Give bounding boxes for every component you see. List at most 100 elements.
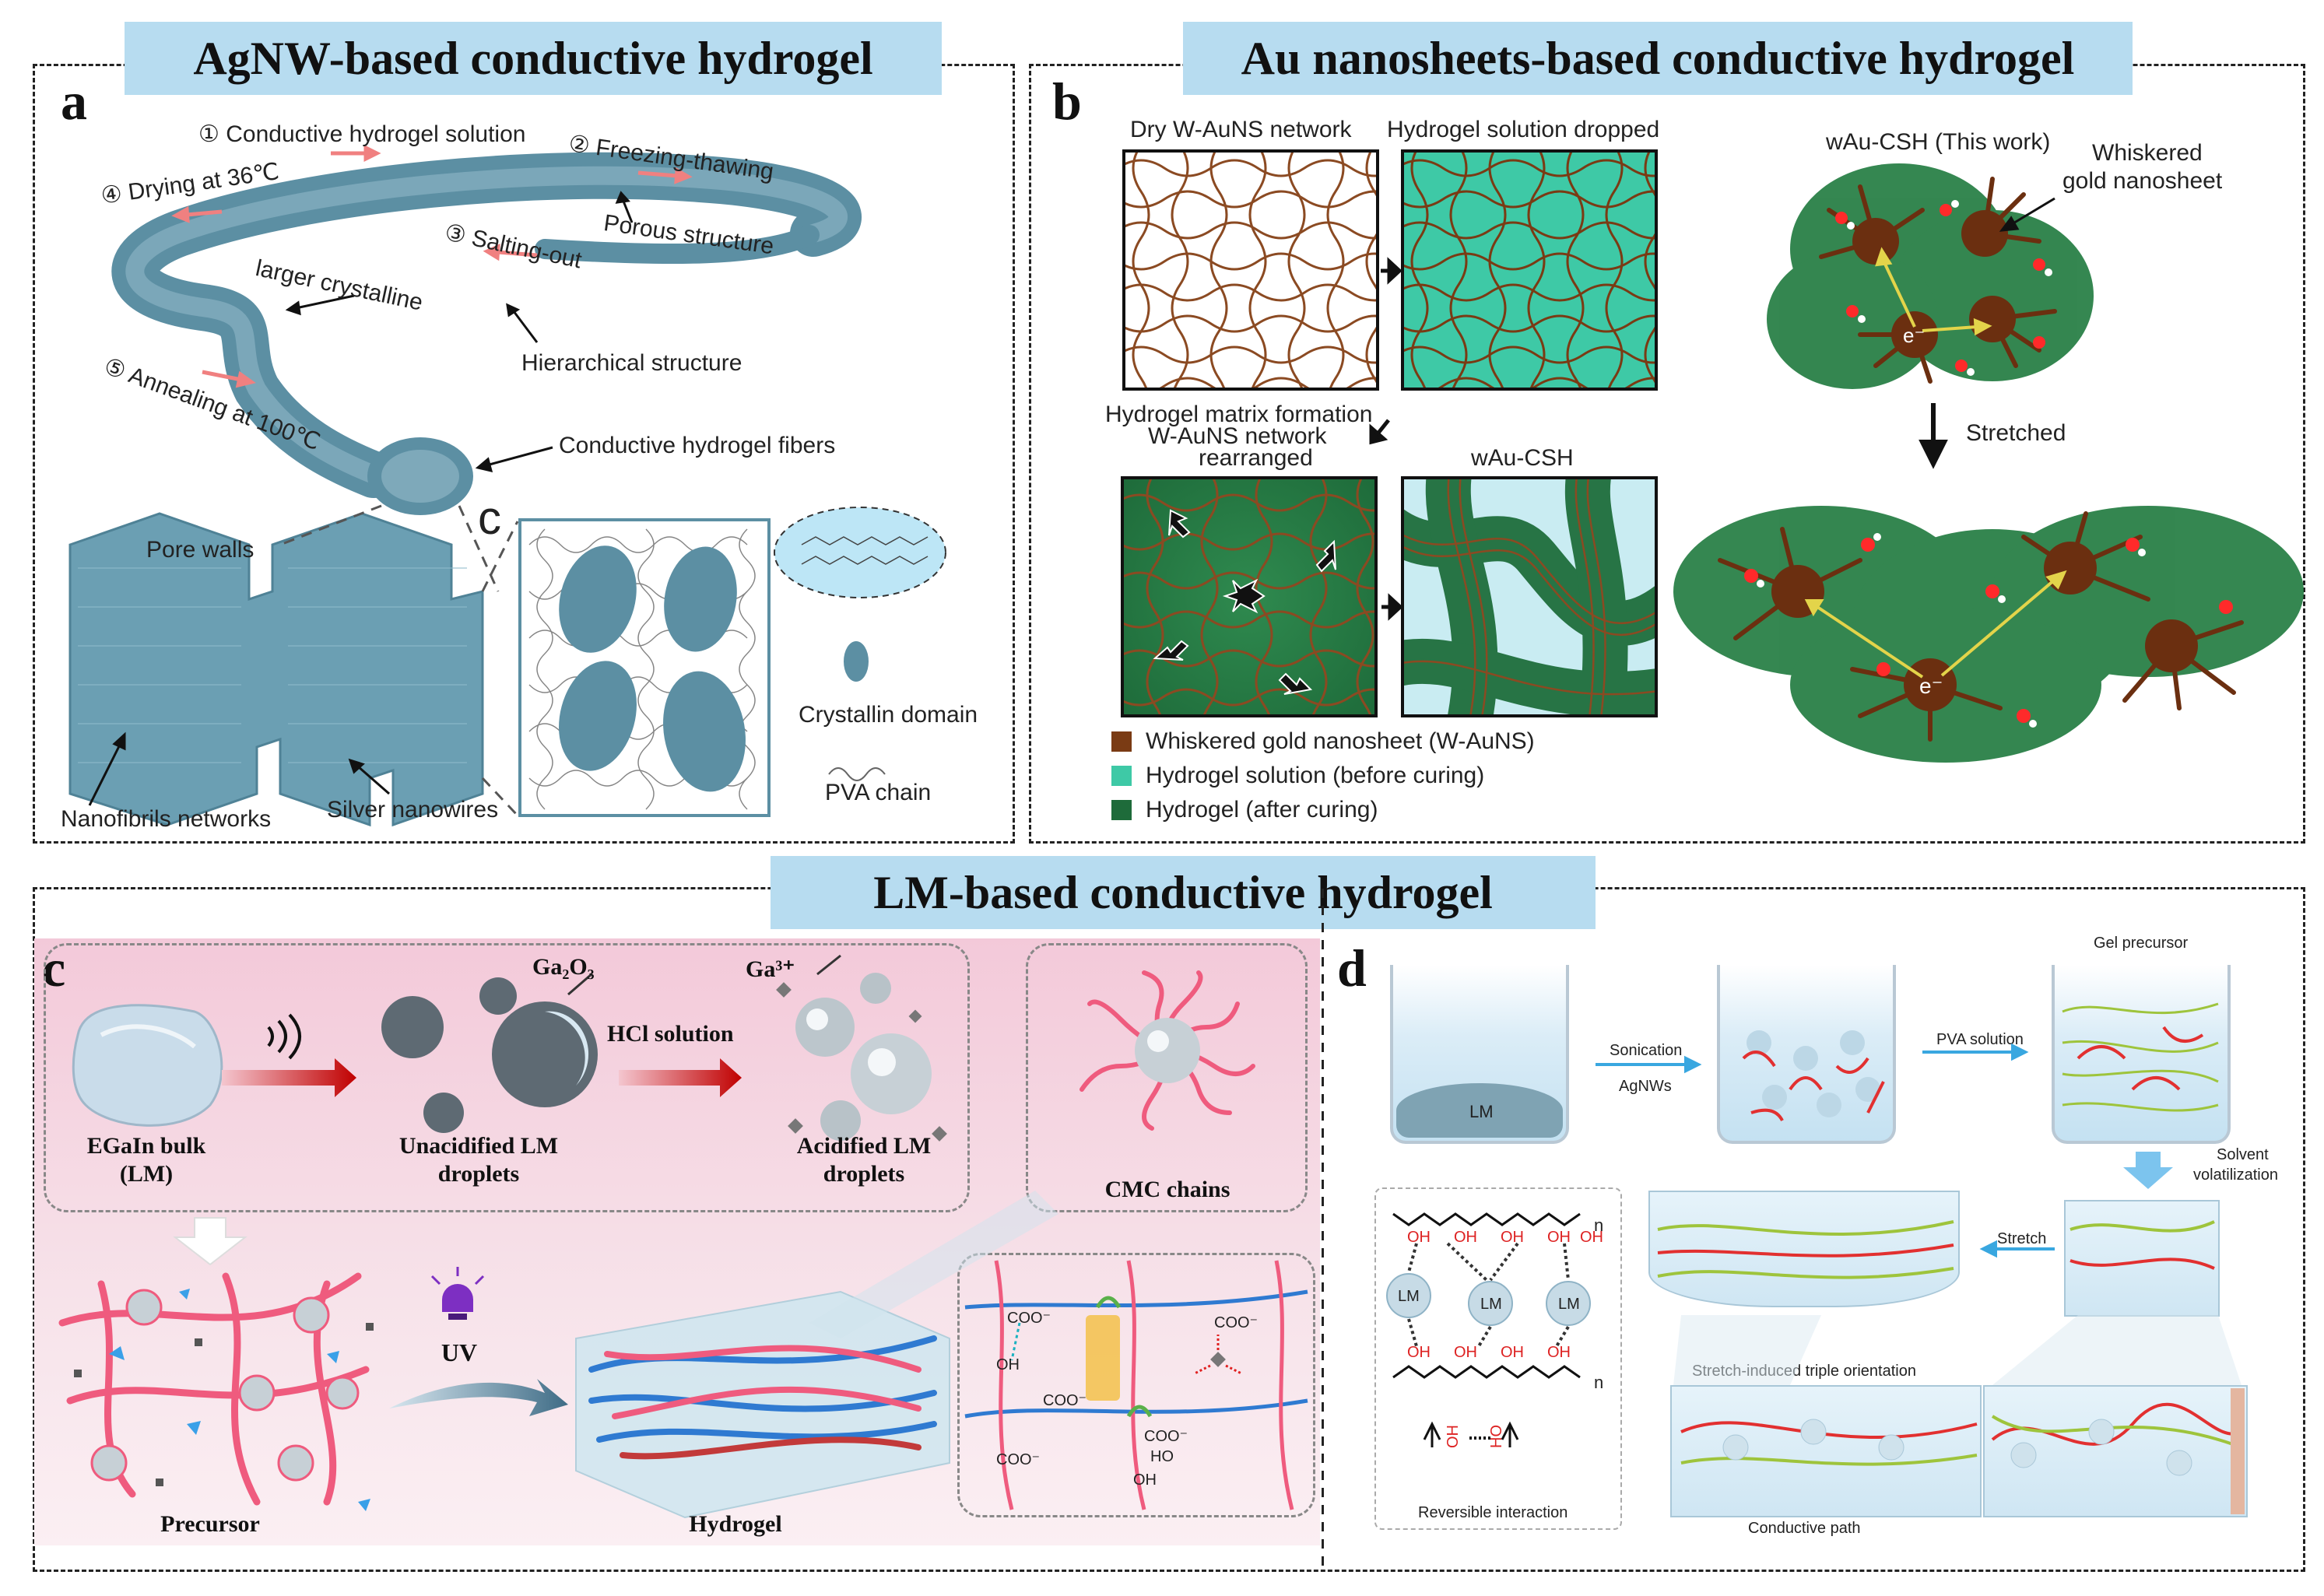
silver-nanowires-label: Silver nanowires <box>327 797 499 823</box>
rearranged-label-1: W-AuNS network <box>1148 423 1327 449</box>
sonication-label: Sonication <box>1610 1042 1683 1059</box>
stretch-label: Stretch <box>1997 1230 2047 1247</box>
whiskered-label-1: Whiskered <box>2092 140 2203 166</box>
precursor-label: Precursor <box>160 1511 260 1537</box>
pva-chain-symbol <box>828 767 886 781</box>
oh-top-3: OH <box>1501 1229 1524 1246</box>
acid-label-1: Acidified LM <box>796 1133 932 1159</box>
legend-label-solution: Hydrogel solution (before curing) <box>1146 763 1485 788</box>
divider-c-d <box>1322 889 1324 1570</box>
matrix-formation-square <box>1121 476 1378 717</box>
ga3-label: Ga³⁺ <box>746 956 795 982</box>
legend-swatch-hydrogel <box>1111 800 1132 820</box>
oh-bottom-4: OH <box>1547 1344 1571 1361</box>
coo-label-1: COO⁻ <box>1007 1310 1051 1327</box>
dry-network-label: Dry W-AuNS network <box>1130 117 1352 142</box>
fibers-label: Conductive hydrogel fibers <box>559 433 836 458</box>
panel-a-label: a <box>61 72 87 131</box>
hcl-label: HCl solution <box>607 1021 734 1047</box>
whiskered-label-2: gold nanosheet <box>2062 168 2223 194</box>
coo-label-5: COO⁻ <box>1144 1428 1188 1445</box>
solution-dropped-square <box>1401 149 1658 391</box>
egain-label-1: EGaIn bulk <box>86 1133 206 1159</box>
panel-b-label: b <box>1052 72 1082 131</box>
c-sub-label: c <box>478 492 501 544</box>
dry-network-square <box>1122 149 1379 391</box>
lm-circle-3: LM <box>1558 1296 1580 1313</box>
electron-label-top: e⁻ <box>1903 324 1926 347</box>
ga2o3-label: Ga₂O₃ <box>532 954 595 980</box>
ho-label: HO <box>1150 1448 1174 1465</box>
solvent-label-1: Solvent <box>2217 1146 2269 1163</box>
lm-circle-2: LM <box>1480 1296 1502 1313</box>
wau-csh-square <box>1401 476 1658 717</box>
cmc-label: CMC chains <box>1104 1177 1230 1202</box>
solvent-label-2: volatilization <box>2193 1166 2278 1184</box>
crystallin-label: Crystallin domain <box>799 702 978 728</box>
coo-label-4: COO⁻ <box>1214 1314 1259 1331</box>
banner-lm: LM-based conductive hydrogel <box>771 856 1596 929</box>
n-label-bottom: n <box>1594 1373 1604 1392</box>
wau-csh-label: wAu-CSH <box>1471 445 1574 471</box>
oh-top-1: OH <box>1407 1229 1431 1246</box>
egain-label-2: (LM) <box>119 1161 174 1187</box>
beaker-gel-precursor <box>2052 965 2231 1144</box>
coo-label-3: COO⁻ <box>996 1451 1041 1468</box>
reversible-box <box>1374 1187 1622 1530</box>
c-cmc-dashbox <box>1026 943 1308 1212</box>
crystallin-symbol <box>844 641 869 682</box>
legend-swatch-solution <box>1111 766 1132 786</box>
step-1-label: ① Conductive hydrogel solution <box>198 121 526 147</box>
gel-block-stretched <box>1648 1191 1960 1307</box>
beaker-lm-label: LM <box>1469 1102 1494 1121</box>
acid-label-2: droplets <box>823 1161 905 1187</box>
oh-bottom-1: OH <box>1407 1344 1431 1361</box>
reversible-label: Reversible interaction <box>1418 1504 1568 1521</box>
electron-label-stretched: e⁻ <box>1919 674 1943 698</box>
oh-label-2: OH <box>1133 1471 1157 1489</box>
sonication-icon <box>267 1013 301 1060</box>
matrix-formation-label: Hydrogel matrix formation <box>1105 402 1373 427</box>
oh-rev-1: OH <box>1445 1425 1462 1448</box>
banner-au: Au nanosheets-based conductive hydrogel <box>1183 22 2133 95</box>
uv-lamp-icon <box>442 1284 473 1312</box>
beaker-lm <box>1390 965 1569 1144</box>
conductive-path-label: Conductive path <box>1748 1520 1861 1537</box>
gel-block-right <box>2064 1200 2220 1317</box>
lm-circle-1: LM <box>1398 1288 1420 1305</box>
pva-solution-label: PVA solution <box>1936 1031 2024 1048</box>
nanofibrils-label: Nanofibrils networks <box>61 806 272 832</box>
stretched-label: Stretched <box>1966 420 2066 446</box>
rearranged-label-2: rearranged <box>1199 445 1313 471</box>
unacid-label-1: Unacidified LM <box>398 1133 559 1159</box>
oh-label-1: OH <box>996 1356 1020 1373</box>
legend-swatch-wauns <box>1111 731 1132 752</box>
pva-molecule <box>774 507 946 598</box>
oh-bottom-2: OH <box>1454 1344 1477 1361</box>
c-bond-dashbox <box>957 1253 1315 1517</box>
solution-dropped-label: Hydrogel solution dropped <box>1387 117 1660 142</box>
oh-top-2: OH <box>1454 1229 1477 1246</box>
banner-agnw: AgNW-based conductive hydrogel <box>125 22 942 95</box>
unacid-label-2: droplets <box>437 1161 520 1187</box>
ho-rev-1: HO <box>1488 1425 1505 1448</box>
gel-precursor-label: Gel precursor <box>2094 935 2189 952</box>
egain-bulk <box>72 1004 223 1127</box>
oh-bottom-3: OH <box>1501 1344 1524 1361</box>
zoom-block-left <box>1670 1385 1982 1517</box>
coo-label-2: COO⁻ <box>1043 1392 1087 1409</box>
agnws-label: AgNWs <box>1619 1078 1672 1095</box>
pore-walls <box>68 512 484 827</box>
legend-label-wauns: Whiskered gold nanosheet (W-AuNS) <box>1146 728 1535 754</box>
oh-top-4: OH <box>1547 1229 1571 1246</box>
hierarchical-label: Hierarchical structure <box>521 350 742 376</box>
legend-label-hydrogel: Hydrogel (after curing) <box>1146 797 1378 823</box>
panel-d-label: d <box>1337 938 1367 998</box>
this-work-label: wAu-CSH (This work) <box>1826 129 2051 155</box>
